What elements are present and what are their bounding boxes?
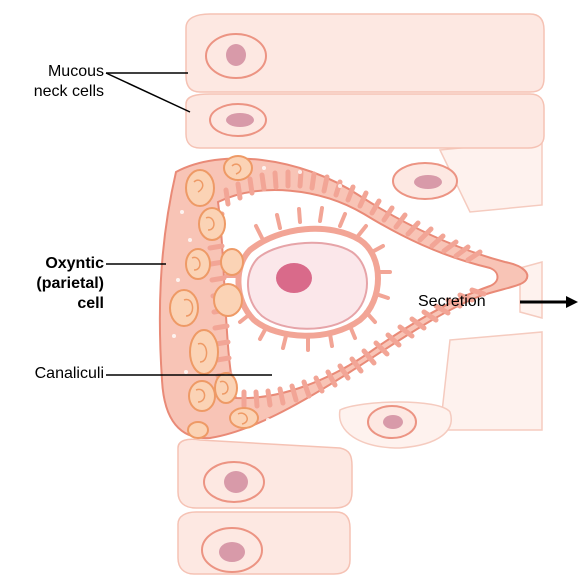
mitochondrion xyxy=(199,208,225,240)
granule xyxy=(266,418,270,422)
oxyntic-parietal-cell-label: Oxyntic (parietal) cell xyxy=(0,254,104,314)
oxyntic-label-line-2: (parietal) xyxy=(0,274,104,294)
granule xyxy=(262,166,266,170)
mitochondrion xyxy=(230,408,258,428)
granule xyxy=(338,184,342,188)
granule xyxy=(188,238,192,242)
small-cell-lower-right xyxy=(368,406,416,438)
secretion-arrow-head xyxy=(566,296,578,308)
epithelial-cell-right-3 xyxy=(440,332,542,430)
granule xyxy=(180,210,184,214)
mucous-label-line-1: Mucous xyxy=(0,62,104,82)
granule xyxy=(176,278,180,282)
small-cell-upper-right xyxy=(393,163,457,199)
mitochondrion xyxy=(214,284,242,316)
mitochondrion xyxy=(170,290,198,326)
small-cell-upper-right-nucleus xyxy=(414,175,442,189)
small-cell-lower-right-nucleus xyxy=(383,415,403,429)
granule xyxy=(338,390,342,394)
mucous-neck-cells-label: Mucous neck cells xyxy=(0,62,104,102)
mitochondrion xyxy=(186,170,214,206)
mucous-label-line-2: neck cells xyxy=(0,82,104,102)
mitochondrion xyxy=(221,249,243,275)
mucous-neck-cell-2-nucleus xyxy=(226,113,254,127)
granule xyxy=(298,170,302,174)
mucous-neck-cells xyxy=(186,14,544,148)
granule xyxy=(184,370,188,374)
lower-cell-1-nucleus xyxy=(224,471,248,493)
canaliculi-label: Canaliculi xyxy=(0,364,104,384)
secretion-text: Secretion xyxy=(418,293,486,310)
lower-cells xyxy=(178,439,352,574)
mucous-leader-2 xyxy=(106,73,190,112)
oxyntic-label-line-3: cell xyxy=(0,294,104,314)
lower-cell-1 xyxy=(178,439,352,508)
canaliculi-text: Canaliculi xyxy=(35,365,104,382)
mitochondrion xyxy=(190,330,218,374)
granule xyxy=(172,334,176,338)
mitochondrion xyxy=(189,381,215,411)
secretion-label: Secretion xyxy=(418,292,486,312)
mitochondrion xyxy=(186,249,210,279)
oxyntic-label-line-1: Oxyntic xyxy=(0,254,104,274)
mitochondrion xyxy=(188,422,208,438)
parietal-cell-nucleolus xyxy=(276,263,312,293)
mitochondrion xyxy=(224,156,252,180)
mucous-neck-cell-1-nucleus xyxy=(226,44,246,66)
mitochondrion xyxy=(215,373,237,403)
granule xyxy=(298,410,302,414)
lower-cell-2-nucleus xyxy=(219,542,245,562)
